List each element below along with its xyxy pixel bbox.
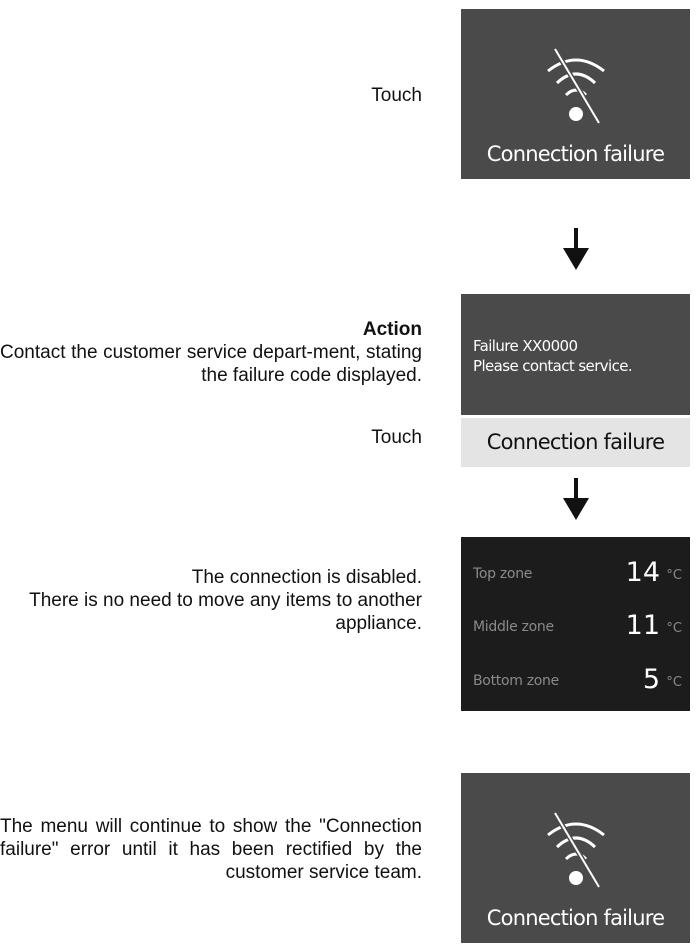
- no-need-move-text: There is no need to move any items to an…: [29, 590, 422, 634]
- zone-label: Top zone: [473, 566, 533, 582]
- contact-service-text: Please contact service.: [473, 357, 633, 375]
- step2-instruction: Touch: [371, 427, 422, 448]
- step1-instruction: Touch: [371, 85, 422, 106]
- arrow-down-icon: [563, 228, 589, 270]
- action-heading: Action: [362, 319, 422, 340]
- zone-unit: °C: [666, 568, 682, 583]
- zone-temperature: 11: [625, 610, 660, 641]
- connection-failure-screen[interactable]: Connection failure: [461, 9, 690, 179]
- connection-failure-caption: Connection failure: [486, 142, 665, 166]
- zone-unit: °C: [666, 621, 682, 636]
- arrow-down-icon: [563, 478, 589, 520]
- wifi-off-icon: [547, 47, 605, 125]
- zone-label: Middle zone: [473, 619, 554, 635]
- zone-row-middle: Middle zone 11 °C: [461, 597, 690, 641]
- failure-code-text: Failure XX0000: [473, 337, 578, 355]
- zone-unit: °C: [666, 675, 682, 690]
- zone-label: Bottom zone: [473, 673, 559, 689]
- connection-failure-screen[interactable]: Connection failure: [461, 773, 690, 943]
- failure-message-screen: Failure XX0000 Please contact service.: [461, 294, 690, 415]
- zone-row-top: Top zone 14 °C: [461, 544, 690, 588]
- action-text: Contact the customer service depart-ment…: [0, 342, 422, 386]
- zone-temperature-screen: Top zone 14 °C Middle zone 11 °C Bottom …: [461, 537, 690, 711]
- zone-temperature: 14: [625, 557, 660, 588]
- zone-row-bottom: Bottom zone 5 °C: [461, 651, 690, 695]
- connection-failure-button-label: Connection failure: [486, 430, 665, 454]
- menu-continue-text: The menu will continue to show the "Conn…: [0, 816, 422, 883]
- connection-disabled-text: The connection is disabled.: [191, 567, 422, 588]
- connection-failure-button[interactable]: Connection failure: [461, 418, 690, 467]
- wifi-off-icon: [547, 811, 605, 889]
- zone-temperature: 5: [642, 664, 660, 695]
- connection-failure-caption: Connection failure: [486, 906, 665, 930]
